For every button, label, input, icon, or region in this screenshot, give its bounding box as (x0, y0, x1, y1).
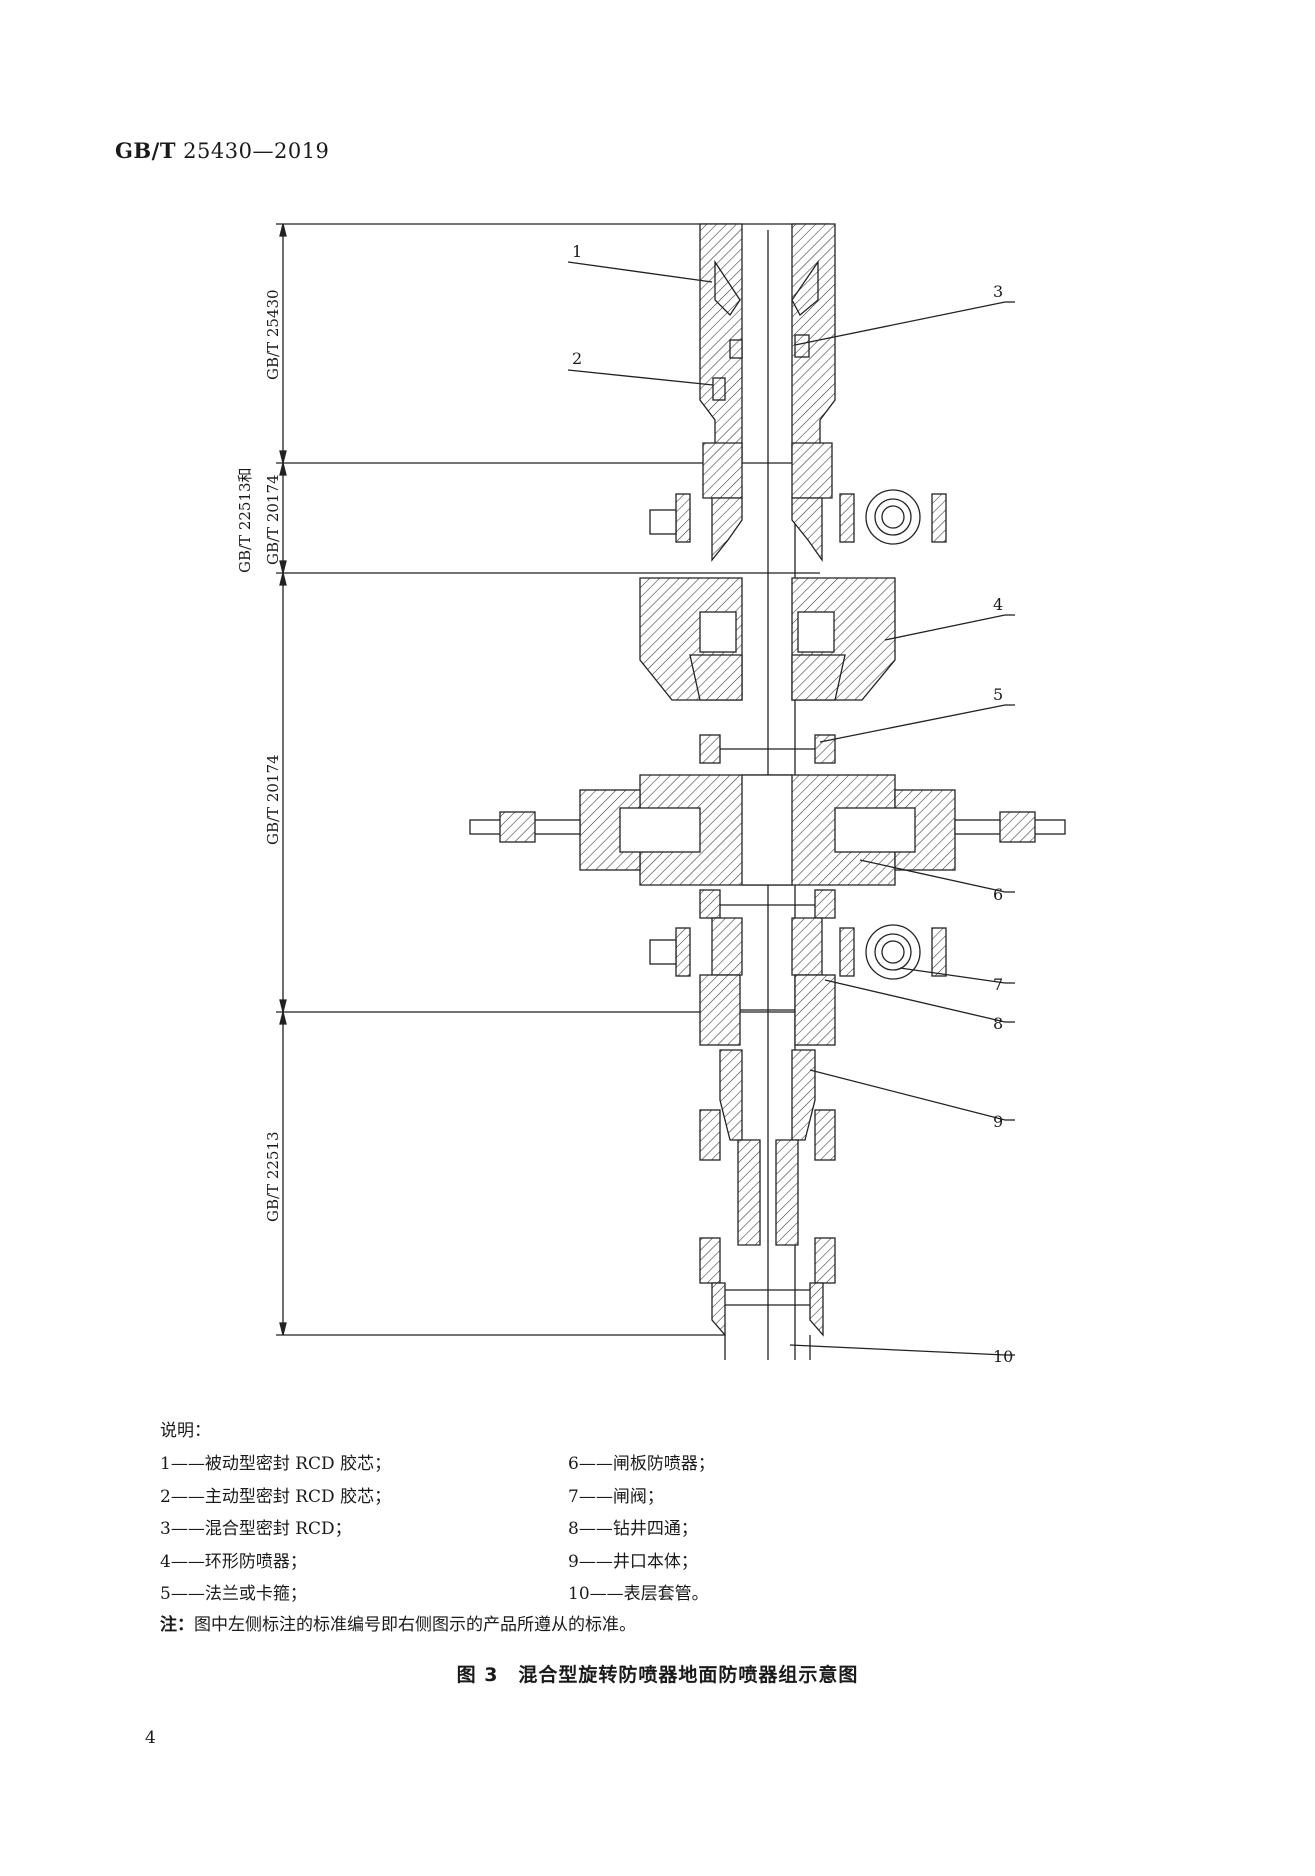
legend-item: 3——混合型密封 RCD； (160, 1519, 352, 1539)
legend-item: 2——主动型密封 RCD 胶芯； (160, 1486, 392, 1507)
callout-2: 2 (572, 349, 582, 368)
note-label: 注： (160, 1615, 194, 1635)
legend-item: 6——闸板防喷器； (568, 1454, 715, 1474)
callout-3: 3 (993, 282, 1003, 301)
legend-item: 7——闸阀； (568, 1486, 664, 1507)
legend-item: 10——表层套管。 (568, 1584, 709, 1604)
legend-item: 5——法兰或卡箍； (160, 1584, 307, 1604)
page-number: 4 (145, 1728, 156, 1748)
legend-item: 8——钻井四通； (568, 1519, 698, 1539)
standard-number: 25430—2019 (183, 139, 330, 163)
dim-label-22513-20174-a: GB/T 22513和 (236, 467, 254, 573)
figure-caption: 图 3 混合型旋转防喷器地面防喷器组示意图 (456, 1664, 859, 1686)
callout-7: 7 (993, 975, 1003, 994)
legend-right-column: 6——闸板防喷器； 7——闸阀； 8——钻井四通； 9——井口本体； 10——表… (568, 1448, 715, 1611)
callout-6: 6 (993, 885, 1003, 904)
legend-title: 说明： (160, 1421, 211, 1441)
dim-label-25430: GB/T 25430 (264, 289, 282, 380)
dim-label-22513: GB/T 22513 (264, 1131, 282, 1222)
figure-note: 注：图中左侧标注的标准编号即右侧图示的产品所遵从的标准。 (160, 1610, 636, 1635)
dim-label-22513-20174-b: GB/T 20174 (264, 474, 282, 565)
legend-item: 9——井口本体； (568, 1551, 698, 1572)
legend-left-column: 1——被动型密封 RCD 胶芯； 2——主动型密封 RCD 胶芯； 3——混合型… (160, 1448, 391, 1611)
callout-10: 10 (993, 1347, 1013, 1366)
legend-item: 4——环形防喷器； (160, 1551, 307, 1572)
callout-8: 8 (993, 1014, 1003, 1033)
legend-item: 1——被动型密封 RCD 胶芯； (160, 1454, 392, 1474)
callout-4: 4 (993, 595, 1003, 614)
callout-9: 9 (993, 1112, 1003, 1131)
dim-label-20174: GB/T 20174 (264, 754, 282, 845)
callout-5: 5 (993, 685, 1003, 704)
callout-1: 1 (572, 242, 582, 261)
note-text: 图中左侧标注的标准编号即右侧图示的产品所遵从的标准。 (194, 1615, 636, 1635)
standard-header: GB/T 25430—2019 (115, 138, 329, 163)
standard-code: GB/T (115, 138, 176, 163)
